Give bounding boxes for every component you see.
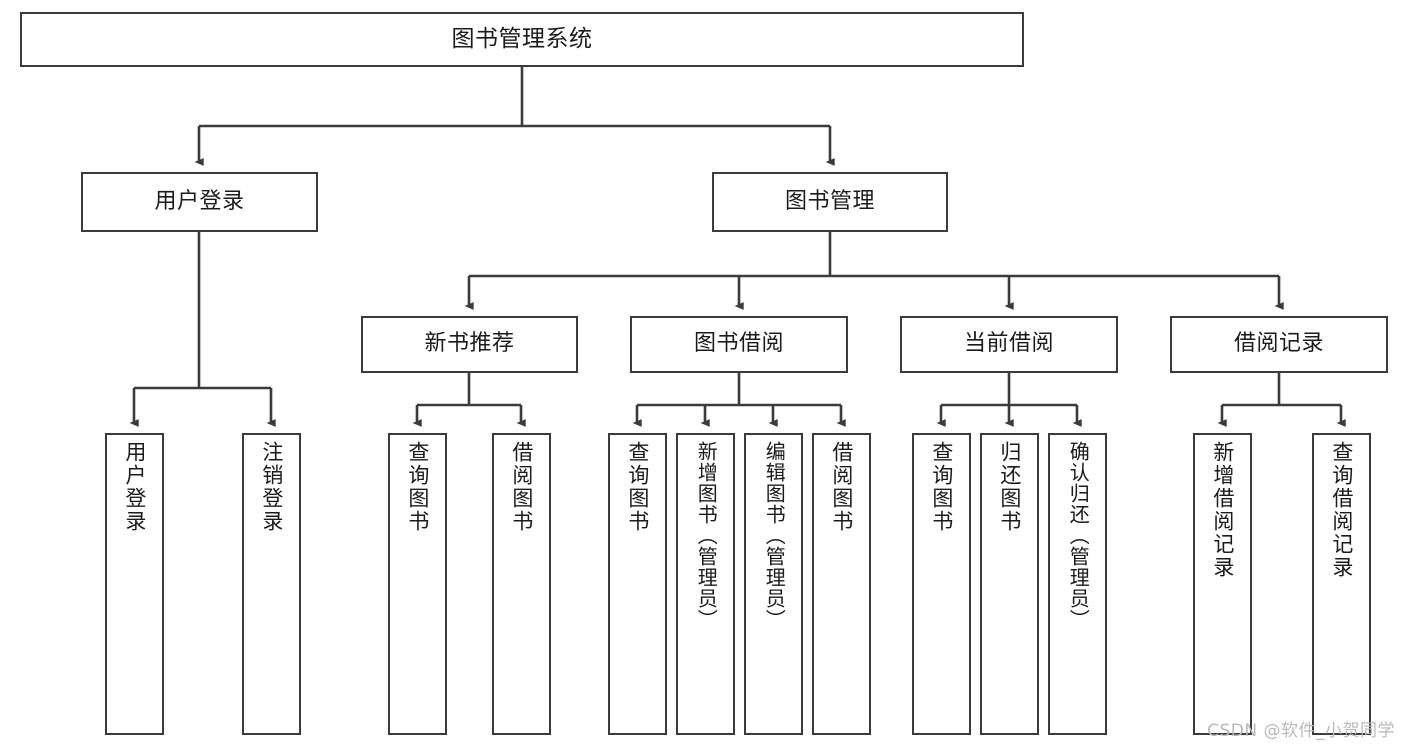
node-label: 借阅图书 — [829, 441, 854, 533]
node-leaf-add-borrow-record[interactable]: 新增借阅记录 — [1193, 433, 1252, 735]
node-leaf-borrow-book-recommend[interactable]: 借阅图书 — [492, 433, 551, 735]
node-book-management[interactable]: 图书管理 — [712, 172, 948, 232]
node-leaf-confirm-return[interactable]: 确认归还（管理员） — [1048, 433, 1107, 735]
node-borrow-record[interactable]: 借阅记录 — [1170, 316, 1388, 373]
node-label: 用户登录 — [122, 441, 147, 533]
node-label: 借阅图书 — [509, 441, 534, 533]
node-leaf-add-book[interactable]: 新增图书（管理员） — [676, 433, 735, 735]
node-label: 当前借阅 — [963, 331, 1054, 357]
node-new-book-recommend[interactable]: 新书推荐 — [361, 316, 578, 373]
node-label: 图书管理 — [784, 188, 875, 214]
node-label: 用户登录 — [154, 188, 245, 214]
node-leaf-query-borrow-record[interactable]: 查询借阅记录 — [1312, 433, 1371, 735]
node-book-borrow[interactable]: 图书借阅 — [630, 316, 848, 373]
node-label: 新书推荐 — [424, 331, 515, 357]
node-label: 查询图书 — [625, 441, 650, 533]
node-label: 归还图书 — [997, 441, 1022, 533]
node-leaf-query-book-recommend[interactable]: 查询图书 — [388, 433, 447, 735]
node-label: 查询借阅记录 — [1329, 441, 1354, 579]
node-leaf-logout[interactable]: 注销登录 — [242, 433, 301, 735]
csdn-watermark: CSDN @软件_小贺同学 — [1207, 721, 1395, 741]
node-leaf-return-book[interactable]: 归还图书 — [980, 433, 1039, 735]
node-label: 注销登录 — [259, 441, 284, 533]
node-label: 编辑图书（管理员） — [762, 441, 787, 630]
node-label: 查询图书 — [405, 441, 430, 533]
node-root-book-management-system[interactable]: 图书管理系统 — [20, 12, 1024, 67]
node-leaf-query-book-borrow[interactable]: 查询图书 — [608, 433, 667, 735]
node-leaf-borrow-book[interactable]: 借阅图书 — [812, 433, 871, 735]
node-label: 新增图书（管理员） — [694, 441, 719, 630]
node-leaf-edit-book[interactable]: 编辑图书（管理员） — [744, 433, 803, 735]
node-leaf-query-book-current[interactable]: 查询图书 — [912, 433, 971, 735]
node-label: 查询图书 — [929, 441, 954, 533]
node-label: 图书管理系统 — [451, 25, 593, 52]
node-label: 图书借阅 — [693, 331, 784, 357]
node-label: 确认归还（管理员） — [1066, 441, 1091, 630]
node-user-login[interactable]: 用户登录 — [81, 172, 318, 232]
node-current-borrow[interactable]: 当前借阅 — [900, 316, 1118, 373]
node-label: 新增借阅记录 — [1210, 441, 1235, 579]
node-leaf-user-login[interactable]: 用户登录 — [105, 433, 164, 735]
node-label: 借阅记录 — [1233, 331, 1324, 357]
